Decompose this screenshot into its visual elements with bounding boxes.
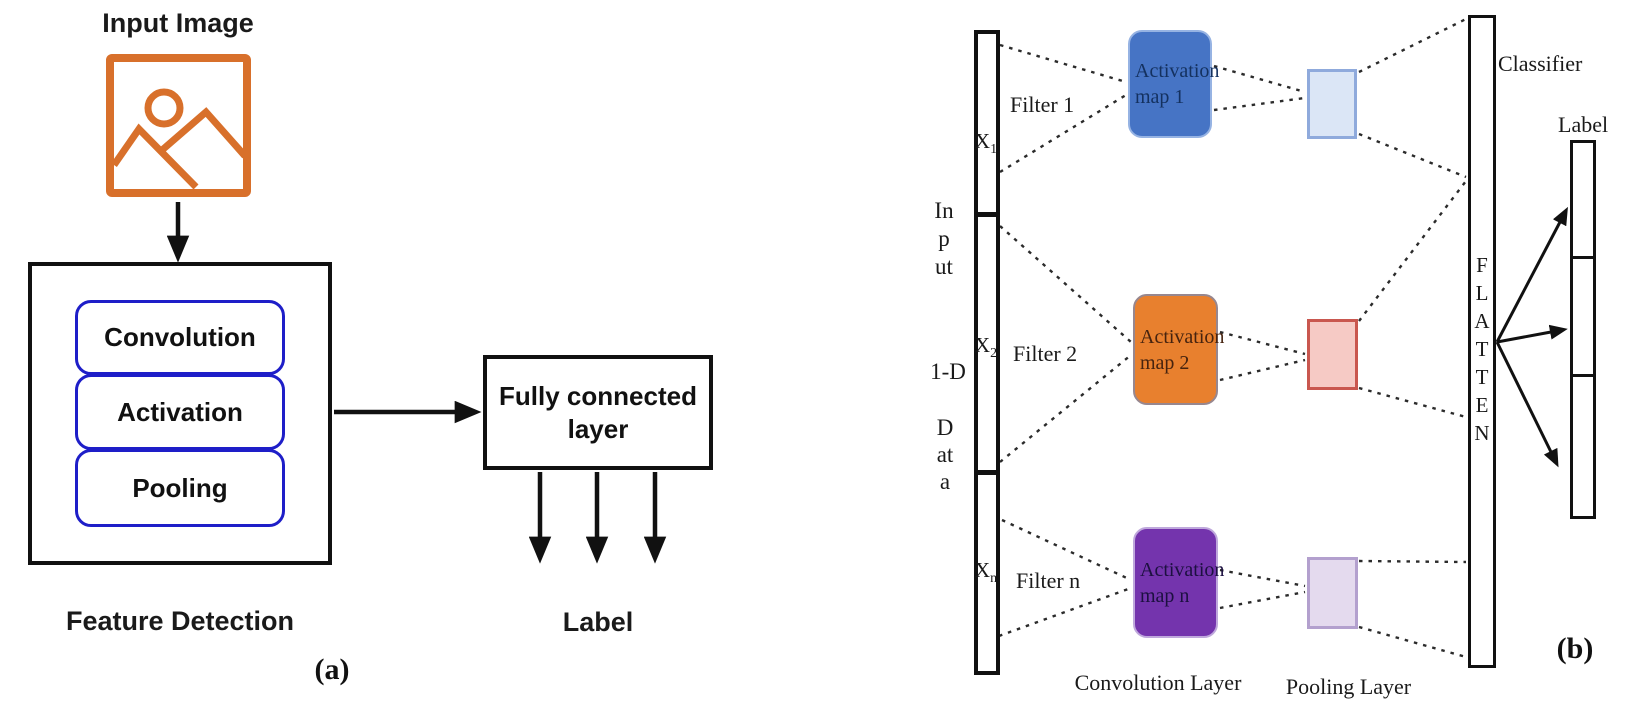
- pooling-box-1: [1307, 69, 1357, 139]
- label-divider: [1573, 256, 1593, 259]
- label-divider: [1573, 374, 1593, 377]
- x2-sub: 2: [990, 346, 998, 362]
- filter-n-label: Filter n: [1016, 568, 1081, 593]
- flatten-column: FLATTEN: [1468, 15, 1496, 668]
- input-axis-word-input: Input: [934, 198, 954, 279]
- pooling-layer-label: Pooling Layer: [1285, 674, 1412, 699]
- activation-map-n-box: Activation map n: [1133, 527, 1224, 638]
- x1-sub: 1: [990, 142, 998, 158]
- filter-1-label: Filter 1: [1010, 92, 1075, 117]
- activation-map-2-box: Activation map 2: [1133, 294, 1224, 405]
- fully-connected-box: Fully connected layer: [483, 355, 713, 470]
- arrow-flatten-to-label-1: [1495, 206, 1568, 343]
- feature-detection-label: Feature Detection: [65, 606, 295, 636]
- x2-base: X: [974, 333, 991, 357]
- x1-base: X: [974, 129, 991, 153]
- feature-detection-box: [28, 262, 332, 565]
- label-b-title: Label: [1558, 112, 1609, 137]
- classifier-label: Classifier: [1498, 51, 1583, 76]
- arrow-flatten-to-label-3: [1495, 341, 1559, 468]
- label-a-text: Label: [562, 607, 634, 637]
- image-icon: [106, 54, 251, 197]
- pooling-box-n: [1307, 557, 1358, 629]
- segment-divider: [978, 212, 996, 217]
- arrow-flatten-to-label-2: [1496, 324, 1568, 344]
- input-data-column: [974, 30, 1000, 675]
- pooling-step: Pooling: [75, 449, 285, 527]
- caption-b: (b): [1556, 632, 1594, 665]
- segment-divider: [978, 470, 996, 475]
- input-axis-word-data: Data: [936, 415, 954, 494]
- activation-step: Activation: [75, 374, 285, 450]
- caption-a: (a): [314, 653, 350, 686]
- convolution-layer-label: Convolution Layer: [1074, 670, 1242, 695]
- output-label-column: [1570, 140, 1596, 519]
- filter-2-label: Filter 2: [1013, 341, 1078, 366]
- dashed-connectors: [998, 17, 1467, 659]
- segment-label-x2: X2: [969, 333, 1003, 362]
- xn-sub: n: [990, 571, 998, 587]
- pooling-box-2: [1307, 319, 1358, 390]
- flatten-text: FLATTEN: [1474, 253, 1490, 445]
- input-image-title: Input Image: [102, 8, 254, 38]
- convolution-step: Convolution: [75, 300, 285, 375]
- input-axis-word-1d: 1-D: [930, 359, 966, 384]
- segment-label-xn: Xn: [969, 558, 1003, 587]
- segment-label-x1: X1: [969, 129, 1003, 158]
- activation-map-1-box: Activation map 1: [1128, 30, 1219, 138]
- xn-base: X: [974, 558, 991, 582]
